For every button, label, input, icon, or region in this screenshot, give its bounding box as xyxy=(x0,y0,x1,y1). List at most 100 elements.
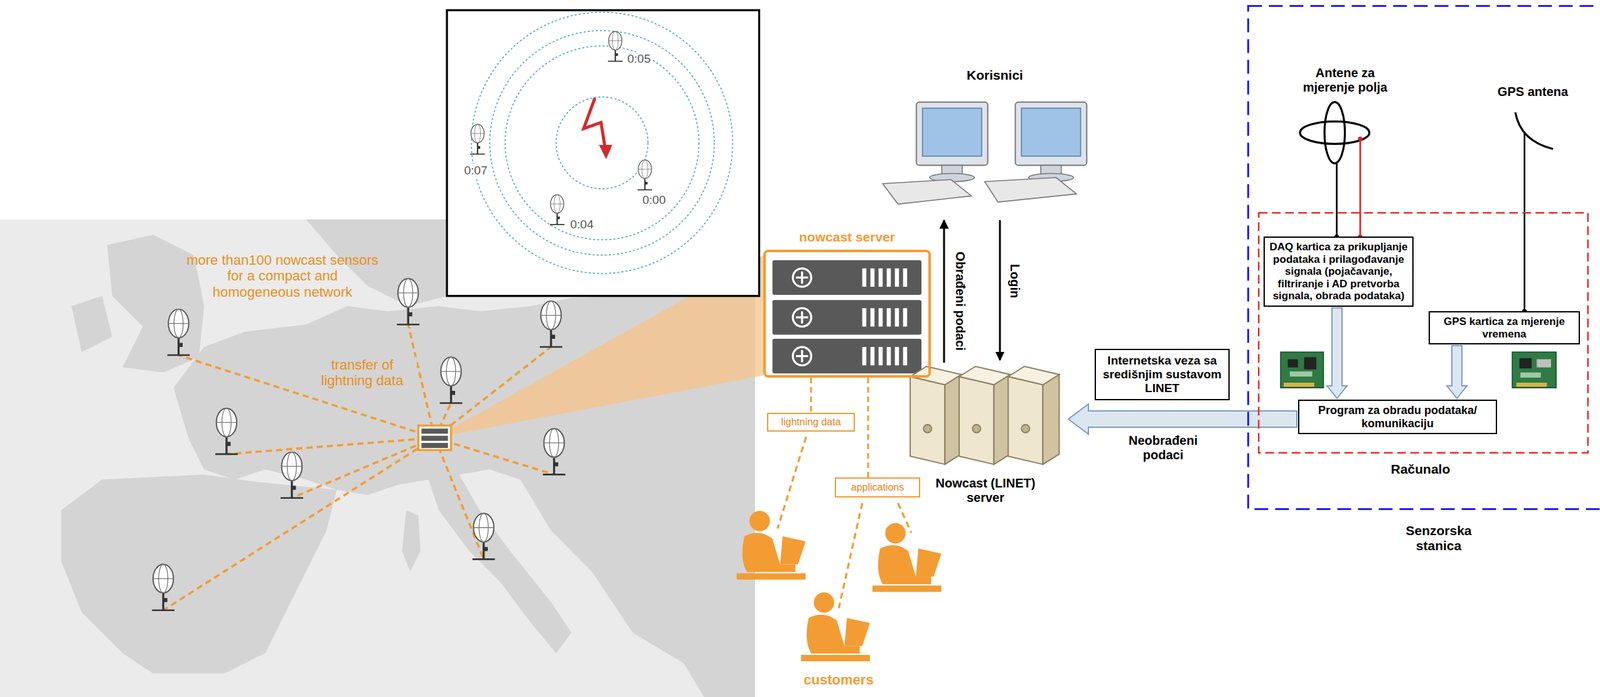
tower-front xyxy=(959,376,994,465)
rack-bar xyxy=(895,347,900,366)
customer-icon xyxy=(800,592,870,662)
block-arrow xyxy=(1446,345,1467,399)
monitor xyxy=(916,102,988,166)
tower-front xyxy=(1008,376,1043,465)
region-caption: Računalo xyxy=(1357,461,1484,478)
sensor-icon xyxy=(542,428,566,475)
land xyxy=(71,296,113,353)
dashed-outline xyxy=(1258,212,1589,454)
pcb xyxy=(1512,352,1557,388)
tower-button xyxy=(923,424,932,434)
server-rack xyxy=(764,251,930,377)
time-label: 0:00 xyxy=(641,193,668,208)
keyboard xyxy=(882,179,972,205)
block-arrow xyxy=(1326,308,1348,399)
rack-unit xyxy=(772,260,922,296)
sensor-icon xyxy=(637,160,653,191)
link-line xyxy=(163,438,435,611)
gps-antenna xyxy=(1515,112,1553,314)
rack-bar xyxy=(870,268,876,287)
rack-unit xyxy=(772,300,922,335)
server-icon: Nowcast (LINET) server xyxy=(903,364,1068,506)
rack-unit xyxy=(772,338,922,374)
pcb-connector xyxy=(1536,359,1552,368)
edge-label: Login xyxy=(1007,261,1022,300)
computer-region: DAQ kartica za prikupljanje podataka i p… xyxy=(1257,212,1589,486)
daq-card-box: DAQ kartica za prikupljanje podataka i p… xyxy=(1263,236,1414,307)
rack-bar xyxy=(878,308,884,327)
link-line xyxy=(838,503,862,609)
customer-icon xyxy=(736,510,806,580)
dashed-outline xyxy=(1248,6,1600,510)
hub-server xyxy=(418,425,452,451)
daq-card-image xyxy=(1280,352,1324,388)
region-caption: Senzorska stanica xyxy=(1391,523,1486,554)
box-label: GPS kartica za mjerenje vremena xyxy=(1433,315,1576,341)
arrow-line xyxy=(999,220,1002,361)
hub-unit xyxy=(421,428,448,434)
time-label: 0:07 xyxy=(463,163,489,178)
tower-top xyxy=(959,366,1010,385)
rack-bar xyxy=(903,347,908,366)
rack-bar xyxy=(862,347,867,366)
rack-ground xyxy=(764,251,930,377)
range-circle xyxy=(556,97,648,189)
link-line xyxy=(291,438,435,499)
server-panel: nowcast server xyxy=(763,229,931,378)
rack-bar xyxy=(886,347,892,366)
pcb-chip xyxy=(1288,359,1299,368)
gps-card-box: GPS kartica za mjerenje vremena xyxy=(1428,311,1580,345)
connection-box: Internetska veza sa središnjim sustavom … xyxy=(1094,348,1230,401)
hub-frame xyxy=(418,425,452,451)
range-circles xyxy=(471,12,733,274)
sensor-icon xyxy=(549,194,565,225)
rack-bar xyxy=(886,308,892,327)
pcb-contacts xyxy=(1516,382,1548,388)
edge-label: Obrađeni podaci xyxy=(952,249,968,353)
link-line xyxy=(434,438,484,560)
sensors xyxy=(151,278,565,611)
gps-dish xyxy=(1515,112,1553,150)
link-line xyxy=(434,438,555,476)
antenna-label: GPS antena xyxy=(1496,84,1570,100)
icon-caption: Nowcast (LINET) server xyxy=(932,476,1039,506)
dashed-link xyxy=(867,377,870,478)
box-label: DAQ kartica za prikupljanje podataka i p… xyxy=(1267,241,1410,303)
sensor-icon xyxy=(472,513,496,560)
dashed-link xyxy=(810,377,813,414)
sensor-icon xyxy=(280,452,304,499)
icon-caption: Korisnici xyxy=(878,67,1112,83)
connectors xyxy=(810,220,1467,478)
edge-label: Neobrađeni podaci xyxy=(1120,433,1206,463)
sensor-icon xyxy=(440,357,463,403)
rack-bar xyxy=(870,308,876,327)
pcb-part xyxy=(1289,371,1313,377)
box-label: lightning data xyxy=(780,416,841,429)
customers-label: customers xyxy=(802,672,875,688)
antenna-label: Antene za mjerenje polja xyxy=(1287,65,1403,95)
arrow-line xyxy=(943,220,946,363)
screen xyxy=(1021,107,1081,156)
tower-button xyxy=(972,424,981,434)
rack-bar xyxy=(895,268,900,287)
rack-cross xyxy=(795,271,809,363)
panel-frame xyxy=(763,249,931,378)
rack-knobs xyxy=(792,268,811,366)
tower-top xyxy=(1008,366,1059,385)
map-note: transfer of lightning data xyxy=(307,357,417,390)
antenna-wire xyxy=(1335,163,1338,237)
antenna-loop xyxy=(1299,121,1370,145)
gps-card-image xyxy=(1512,352,1557,388)
keyboard xyxy=(984,177,1077,203)
pcb-chip xyxy=(1304,357,1317,370)
computers xyxy=(882,102,1087,205)
rack-bar xyxy=(862,268,867,287)
land xyxy=(61,474,338,674)
sensor-icon xyxy=(396,278,420,325)
wire-dot xyxy=(1357,136,1363,142)
rack-bar xyxy=(878,347,884,366)
